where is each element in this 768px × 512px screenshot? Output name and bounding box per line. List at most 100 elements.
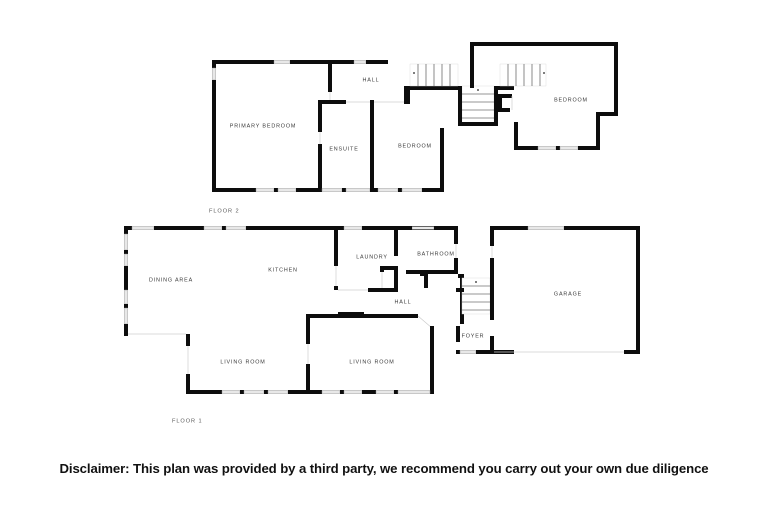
wall-f2-rear-pier (556, 146, 560, 150)
wall-f1-livingleft-vert-lower (186, 374, 190, 394)
label-kitchen: KITCHEN (268, 267, 298, 273)
wall-f1-laundry-pier (362, 226, 366, 230)
wall-f2-closet-left (498, 98, 502, 112)
stair-direction-dot-f2-left (413, 72, 415, 74)
wall-f1-bath-right-lower (454, 258, 458, 272)
wall-f1-bath-right-upper (454, 226, 458, 244)
wall-f1-garage-left-lower (490, 258, 494, 320)
wall-f2-stair-core-right (494, 86, 498, 126)
wall-f1-livingright-right (430, 326, 434, 394)
wall-f2-rear-bottom-1 (514, 146, 538, 150)
wall-f1-pier-lr-1 (340, 390, 344, 394)
window-f1-garage-top (527, 226, 565, 230)
label-living-room-left: LIVING ROOM (220, 359, 265, 365)
window-f1-top-3 (225, 226, 247, 230)
wall-f2-rear-right-upper (614, 42, 618, 116)
chamfer-f1-livingright (417, 315, 433, 329)
window-f1-livingright-1 (321, 390, 341, 394)
stair-flight-f2-right (499, 63, 547, 87)
label-f2-hall: HALL (363, 77, 380, 83)
wall-f1-bath-top-pier-2 (434, 226, 456, 230)
wall-f2-rear-left (470, 42, 474, 88)
window-f2-rear-bottom-2 (559, 146, 579, 150)
wall-f2-bottom-left-end (296, 188, 318, 192)
wall-f1-garage-right (636, 226, 640, 354)
door-f1-entry (459, 350, 477, 354)
wall-f1-pier-ll-2 (264, 390, 268, 394)
floor-2-group: PRIMARY BEDROOM HALL ENSUITE BEDROOM BED… (209, 42, 618, 214)
wall-f2-stair-core-left (458, 86, 462, 126)
wall-f2-top-mid (290, 60, 354, 64)
window-f2-bottom-2 (277, 188, 297, 192)
wall-f1-pier-ll-1 (240, 390, 244, 394)
label-f1-hall: HALL (395, 299, 412, 305)
wall-f1-top-1 (154, 226, 204, 230)
wall-f2-ensuite-left-lower (318, 144, 322, 192)
label-dining-area: DINING AREA (149, 277, 193, 283)
wall-f2-closet-bottom (498, 108, 510, 112)
window-f1-laundry-top (343, 226, 363, 230)
stair-direction-dot-f2-right (543, 72, 545, 74)
label-bedroom-front: BEDROOM (398, 143, 432, 149)
label-foyer: FOYER (462, 333, 485, 339)
window-f1-top-2 (203, 226, 223, 230)
window-f1-left-2 (124, 253, 128, 267)
wall-f1-kitchen-right-mid (334, 258, 338, 266)
window-f2-rear-bottom-1 (537, 146, 557, 150)
wall-f1-foyer-left (456, 326, 460, 342)
floor-1-group: DINING AREA KITCHEN LAUNDRY BATHROOM HAL… (124, 226, 640, 424)
wall-f1-garage-left-bottom (490, 336, 494, 354)
window-f2-ensuite-bottom (321, 188, 343, 192)
wall-f2-ensuite-left-upper (318, 104, 322, 132)
wall-f1-garage-left-upper (490, 226, 494, 246)
window-f1-livingright-3 (375, 390, 395, 394)
window-f1-left-4 (124, 307, 128, 325)
window-f1-bath-top (411, 226, 435, 230)
wall-f1-foyer-door-jamb (456, 350, 460, 354)
wall-f1-livingleft-bottom-2 (288, 390, 310, 394)
wall-f1-foyer-divider (424, 274, 428, 288)
wall-f1-bath-bottom (406, 270, 458, 274)
floor-2-caption: FLOOR 2 (209, 208, 240, 214)
disclaimer-text: Disclaimer: This plan was provided by a … (59, 461, 709, 476)
wall-f2-hall-left-vert (328, 64, 332, 92)
wall-f2-left-main (212, 80, 216, 192)
wall-f1-left-pier-1 (124, 250, 128, 254)
window-f1-left-3 (124, 289, 128, 305)
wall-f1-laundry-top-2 (366, 226, 398, 230)
wall-f2-bottom-pier-1 (274, 188, 278, 192)
wall-f1-laundry-bottom (368, 288, 398, 292)
wall-f1-stair-nosing (456, 288, 464, 292)
window-f2-top-hall (353, 60, 367, 64)
wall-f1-top-2 (246, 226, 338, 230)
wall-f1-left-3 (124, 324, 128, 336)
stair-direction-dot-f1 (475, 281, 477, 283)
floor-1-caption: FLOOR 1 (172, 418, 203, 424)
stair-flight-f1 (461, 277, 491, 315)
window-f1-livingleft-1 (221, 390, 241, 394)
wall-f1-laundry-topleft (338, 226, 344, 230)
wall-f2-rear-bottom-2 (578, 146, 600, 150)
window-f2-left-upper (212, 67, 216, 81)
window-f1-left-1 (124, 233, 128, 251)
wall-f1-garage-top-1 (490, 226, 528, 230)
wall-f2-stair-left (404, 86, 410, 104)
wall-f1-left-pier-2 (124, 304, 128, 308)
window-f1-livingright-2 (343, 390, 363, 394)
wall-f2-rear-notch-vert (596, 112, 600, 150)
wall-f1-kitchen-right-lower (334, 286, 338, 290)
wall-f2-pier-bed (398, 188, 402, 192)
wall-f1-living-divider-upper (306, 314, 310, 344)
label-primary-bedroom: PRIMARY BEDROOM (230, 123, 296, 129)
wall-f1-bath-top-pier-1 (406, 226, 412, 230)
wall-f1-laundry-inner-top (380, 266, 398, 270)
wall-f1-top-pier-2 (222, 226, 226, 230)
wall-f2-ensuite-right (370, 100, 374, 192)
window-f1-top-1 (131, 226, 155, 230)
wall-f2-rear-top (470, 42, 618, 46)
label-garage: GARAGE (554, 291, 582, 297)
window-f1-livingleft-3 (267, 390, 289, 394)
wall-f1-left-2 (124, 266, 128, 290)
wall-f1-laundry-right (394, 226, 398, 256)
